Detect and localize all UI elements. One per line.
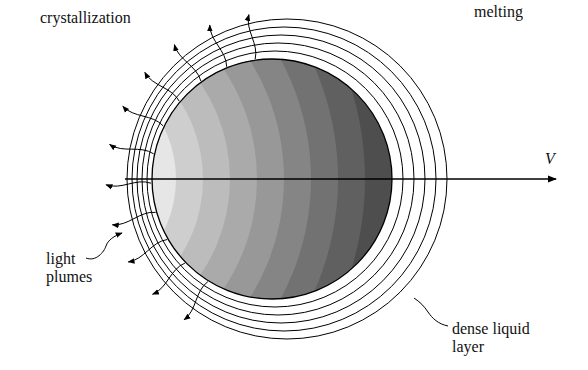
- plume-arrow: [210, 25, 227, 67]
- plume-arrow: [123, 106, 163, 126]
- leader-line: [414, 298, 448, 326]
- core-shading: [0, 0, 400, 370]
- process-label: melting: [474, 3, 523, 21]
- plume-arrow: [145, 72, 179, 101]
- plume-arrow: [128, 240, 167, 263]
- velocity-symbol: V: [545, 150, 555, 168]
- velocity-arrow: [125, 178, 556, 180]
- plume-arrows: [106, 15, 256, 320]
- process-label: crystallization: [40, 9, 131, 27]
- layer-label: dense liquid layer: [452, 320, 544, 355]
- leader-line: [86, 233, 122, 259]
- plume-arrow: [112, 212, 155, 225]
- plume-label: light plumes: [46, 250, 104, 285]
- plume-arrow: [110, 144, 154, 153]
- plume-arrow: [153, 263, 185, 294]
- plume-arrow: [184, 282, 208, 320]
- plume-arrow: [248, 15, 256, 60]
- plume-arrow: [106, 182, 151, 186]
- plume-arrow: [174, 45, 200, 81]
